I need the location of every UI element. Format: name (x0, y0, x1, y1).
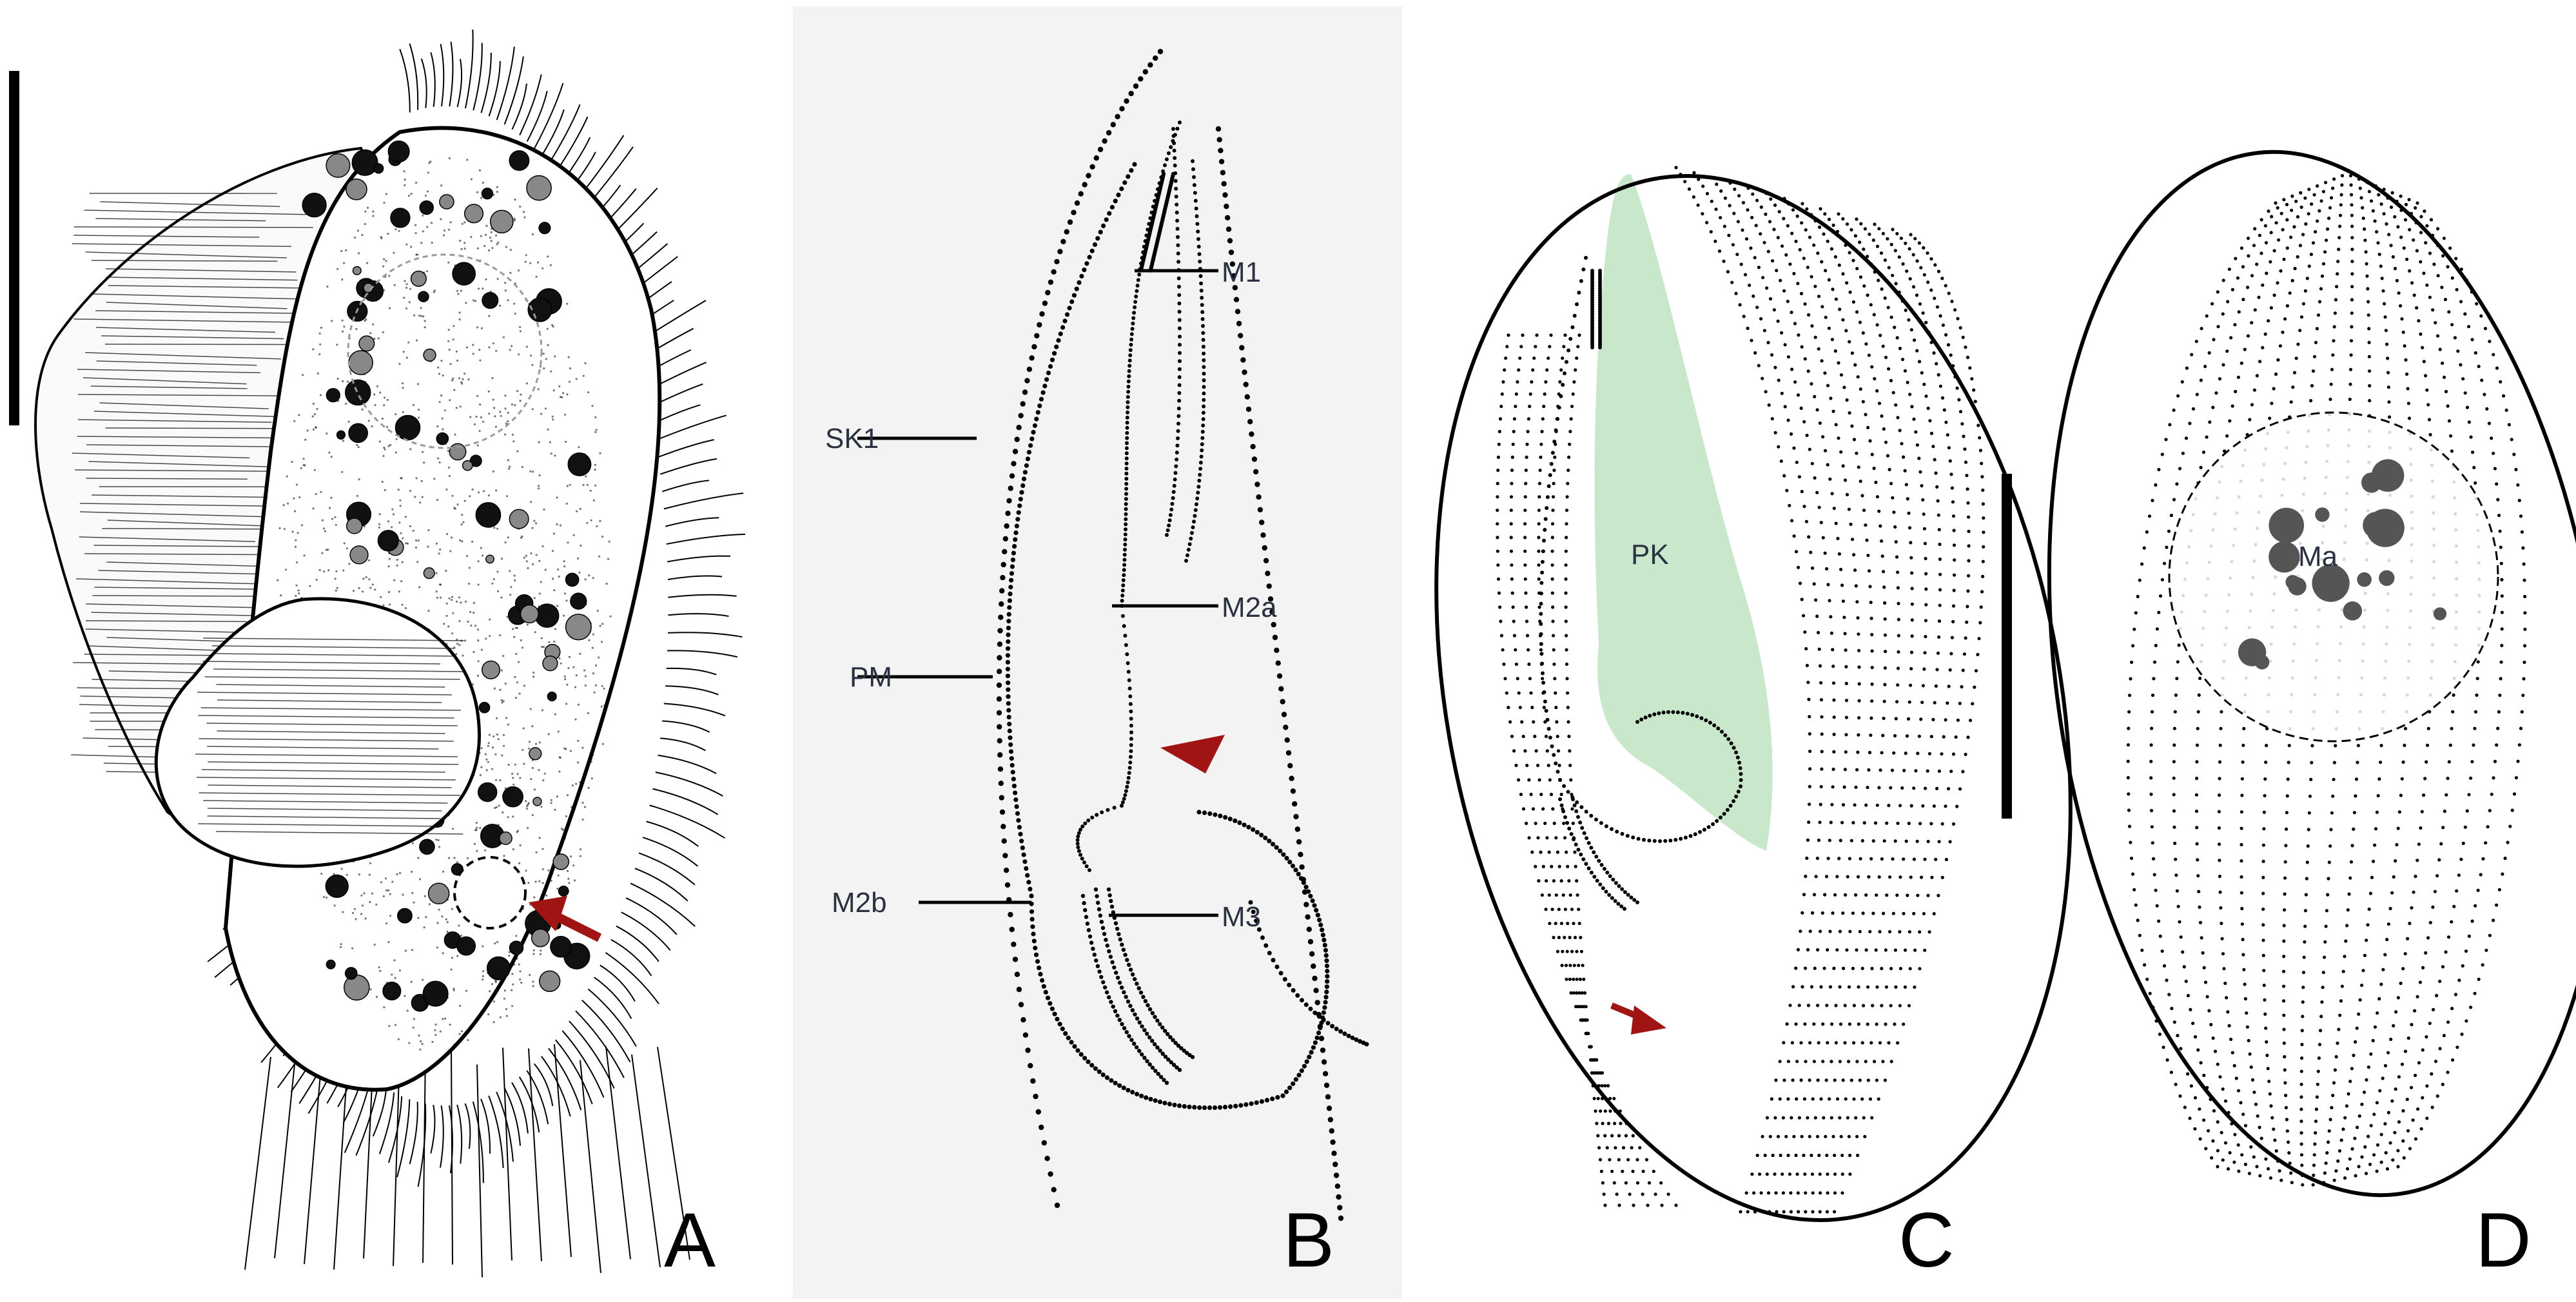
label-m1: M1 (1222, 257, 1261, 288)
scale-bar-c (2002, 474, 2012, 819)
cell-body-d (2047, 150, 2576, 1198)
panel-a: A (9, 29, 745, 1283)
contractile-vacuole (453, 856, 527, 929)
infraciliature-b (996, 48, 1369, 1221)
panel-letter-d: D (2475, 1197, 2532, 1283)
panel-letter-a: A (664, 1197, 716, 1283)
membranelle-striations (71, 193, 320, 774)
label-m2a: M2a (1222, 592, 1277, 623)
panel-letter-b: B (1283, 1197, 1334, 1283)
arrow-c (1610, 1002, 1666, 1035)
cell-body-c (1434, 173, 2073, 1223)
arrowhead-b (1160, 735, 1225, 773)
label-ma: Ma (2298, 541, 2338, 572)
panel-b-background (793, 6, 1402, 1299)
panel-d: Ma D (2047, 150, 2576, 1283)
pk-region (1594, 174, 1773, 851)
panel-c: PK C (1434, 166, 2073, 1283)
macronucleus-fragments (2238, 459, 2447, 670)
scale-bar-a (9, 71, 19, 425)
undulating-membrane-striations (195, 637, 464, 835)
arrow-a (529, 896, 602, 942)
label-pk: PK (1631, 539, 1669, 570)
macronucleus-a (347, 253, 543, 449)
label-sk1: SK1 (825, 423, 879, 454)
panel-b: SK1 PM M1 M2a M2b M3 B (793, 6, 1402, 1299)
label-m2b: M2b (832, 887, 887, 918)
panel-letter-c: C (1898, 1197, 1955, 1283)
label-m3: M3 (1222, 901, 1261, 933)
infraciliature-c (1496, 166, 1986, 1214)
label-pm: PM (850, 661, 892, 693)
